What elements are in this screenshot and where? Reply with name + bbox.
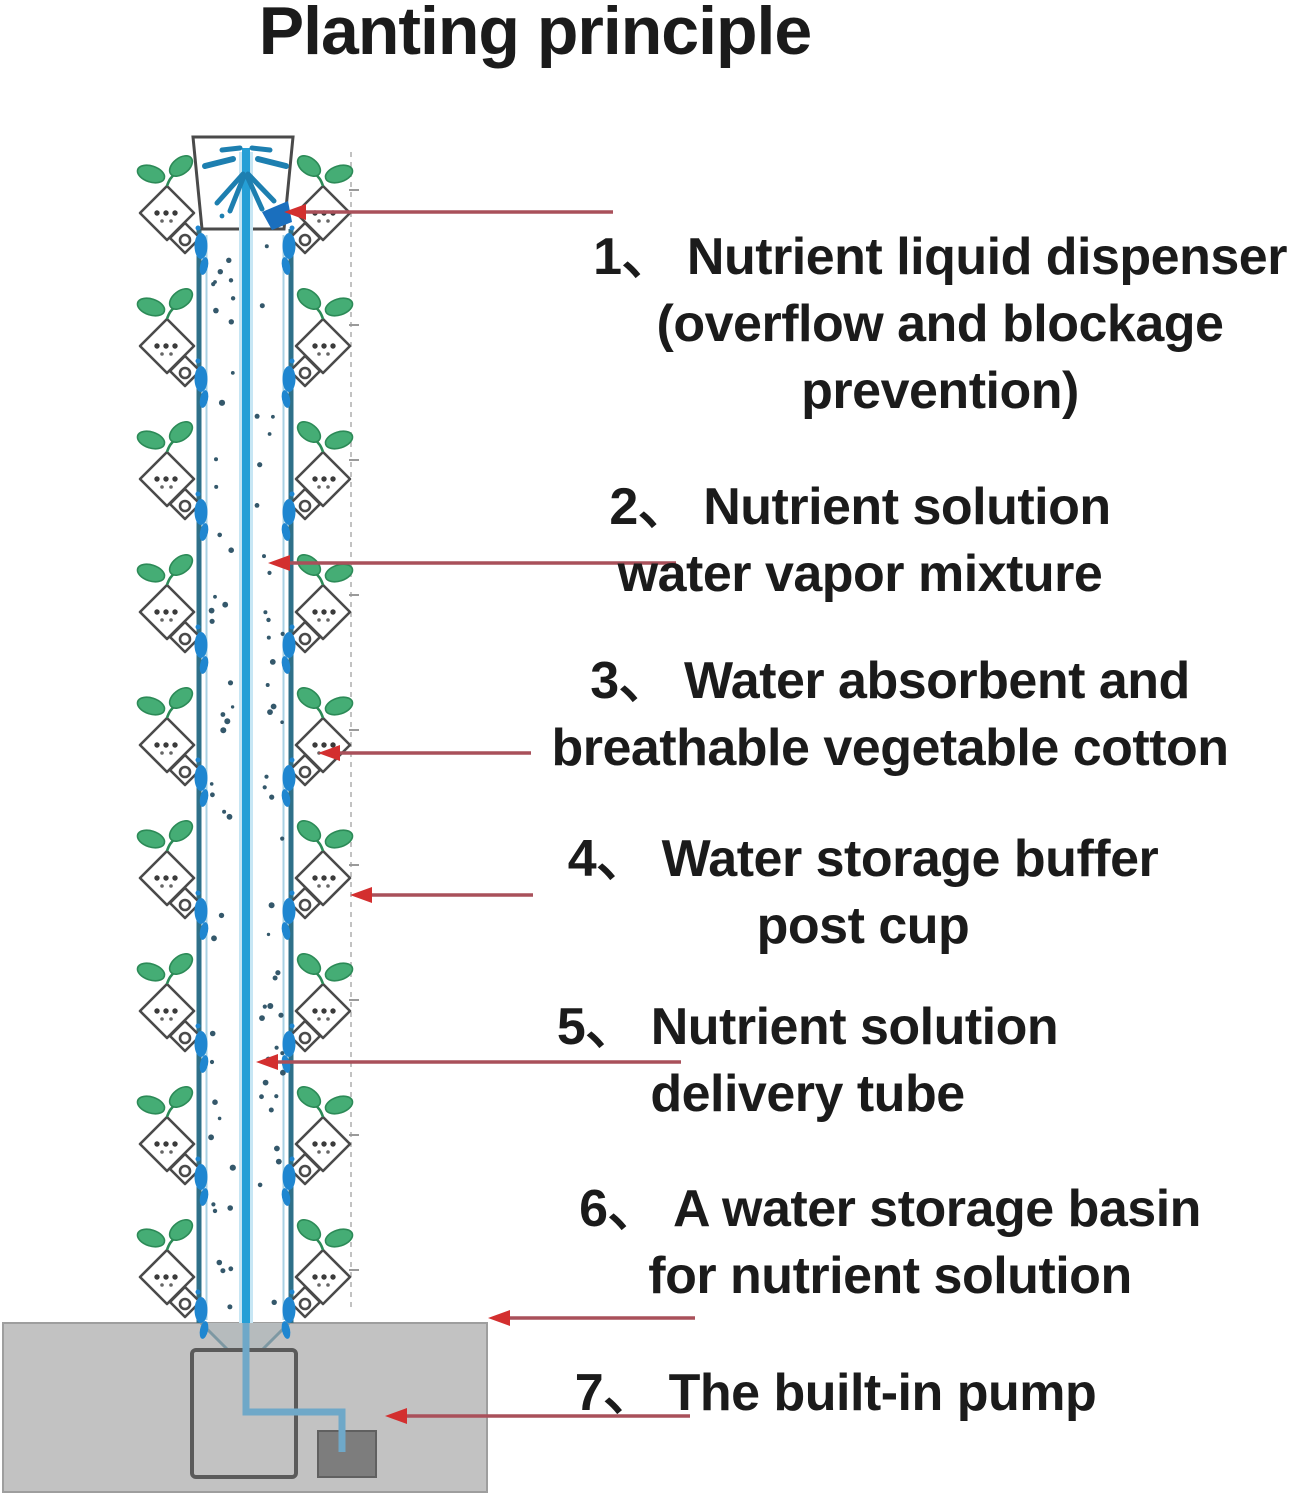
arrow-vapor-mixture: [268, 555, 676, 571]
annotation-line: water vapor mixture: [617, 545, 1103, 603]
arrow-buffer-cup: [350, 887, 533, 903]
arrow-nutrient-dispenser: [284, 204, 613, 220]
annotation-item-3: 3、 Water absorbent and breathable vegeta…: [525, 648, 1255, 782]
water-vapor-dots: [208, 244, 286, 1310]
arrow-delivery-tube: [256, 1054, 681, 1070]
built-in-pump: [317, 1430, 377, 1478]
annotation-item-5: 5、 Nutrient solution delivery tube: [520, 994, 1095, 1128]
annotation-line: delivery tube: [650, 1065, 965, 1123]
annotation-line: breathable vegetable cotton: [551, 719, 1229, 777]
annotation-item-6: 6、 A water storage basin for nutrient so…: [525, 1176, 1255, 1310]
annotation-line: 1、 Nutrient liquid dispenser: [593, 228, 1287, 286]
pump-suction-tube: [242, 1323, 346, 1452]
sprinkler-spray-icon: [202, 145, 289, 219]
annotation-line: 4、 Water storage buffer: [567, 830, 1159, 888]
annotation-line: post cup: [756, 897, 970, 955]
arrow-storage-basin: [488, 1310, 695, 1326]
annotation-line: 5、 Nutrient solution: [556, 998, 1059, 1056]
annotation-line: (overflow and blockage: [656, 295, 1224, 353]
callout-arrows: [256, 204, 695, 1424]
annotation-item-7: 7、 The built-in pump: [528, 1360, 1143, 1427]
page-title: Planting principle: [258, 0, 813, 69]
annotation-line: prevention): [801, 362, 1079, 420]
annotation-line: 7、 The built-in pump: [574, 1364, 1097, 1422]
measure-guide-line: [349, 152, 359, 1312]
arrow-built-in-pump: [385, 1408, 690, 1424]
annotation-item-4: 4、 Water storage buffer post cup: [518, 826, 1208, 960]
annotation-line: 2、 Nutrient solution: [609, 478, 1111, 536]
annotation-line: 3、 Water absorbent and: [590, 652, 1190, 710]
annotation-item-2: 2、 Nutrient solution water vapor mixture: [520, 474, 1200, 608]
annotation-line: 6、 A water storage basin: [579, 1180, 1201, 1238]
arrow-vegetable-cotton: [318, 745, 531, 761]
dispenser-outlet: [262, 201, 292, 230]
annotation-item-1: 1、 Nutrient liquid dispenser (overflow a…: [555, 224, 1295, 425]
annotation-line: for nutrient solution: [648, 1247, 1132, 1305]
